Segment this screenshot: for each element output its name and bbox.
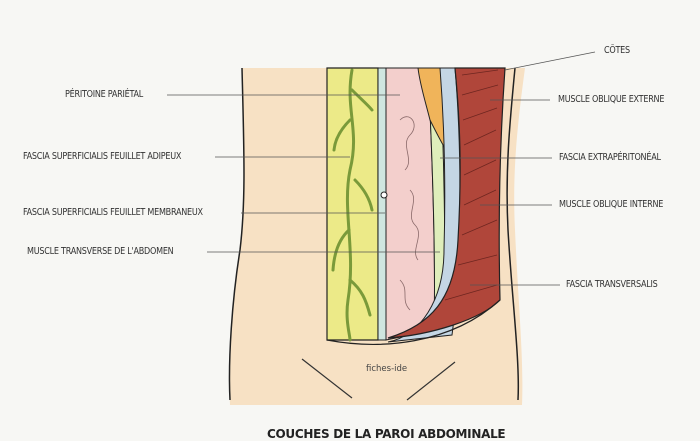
- leader-lines: [167, 51, 596, 286]
- label-extraperitoneal-fascia: FASCIA EXTRAPÉRITONÉAL: [559, 152, 661, 163]
- muscle-fibers: [444, 69, 499, 301]
- groin-line-left: [301, 358, 353, 399]
- label-fascia-membranous: FASCIA SUPERFICIALIS FEUILLET MEMBRANEUX: [23, 207, 203, 218]
- torso-right-outline: [506, 67, 520, 401]
- label-internal-oblique: MUSCLE OBLIQUE INTERNE: [559, 199, 664, 210]
- label-external-oblique: MUSCLE OBLIQUE EXTERNE: [558, 94, 665, 105]
- credit-watermark: fiches-ide: [366, 364, 408, 374]
- label-parietal-peritoneum: PÉRITOINE PARIÉTAL: [65, 89, 144, 100]
- label-transversalis-fascia: FASCIA TRANSVERSALIS: [566, 279, 658, 290]
- label-ribs: CÔTES: [604, 45, 630, 56]
- blood-vessels: [331, 68, 374, 342]
- umbilicus: [380, 191, 388, 199]
- bottom-cut-edge: [326, 299, 501, 345]
- intestine-folds: [399, 116, 419, 311]
- diagram-title: COUCHES DE LA PAROI ABDOMINALE: [267, 427, 506, 441]
- muscle-layer: [387, 67, 506, 339]
- label-transverse-muscle: MUSCLE TRANSVERSE DE L'ABDOMEN: [27, 246, 174, 257]
- membranous-fascia: [377, 67, 387, 341]
- torso-left-outline: [228, 67, 245, 401]
- label-fascia-adipose: FASCIA SUPERFICIALIS FEUILLET ADIPEUX: [23, 151, 182, 162]
- groin-line-right: [406, 361, 456, 401]
